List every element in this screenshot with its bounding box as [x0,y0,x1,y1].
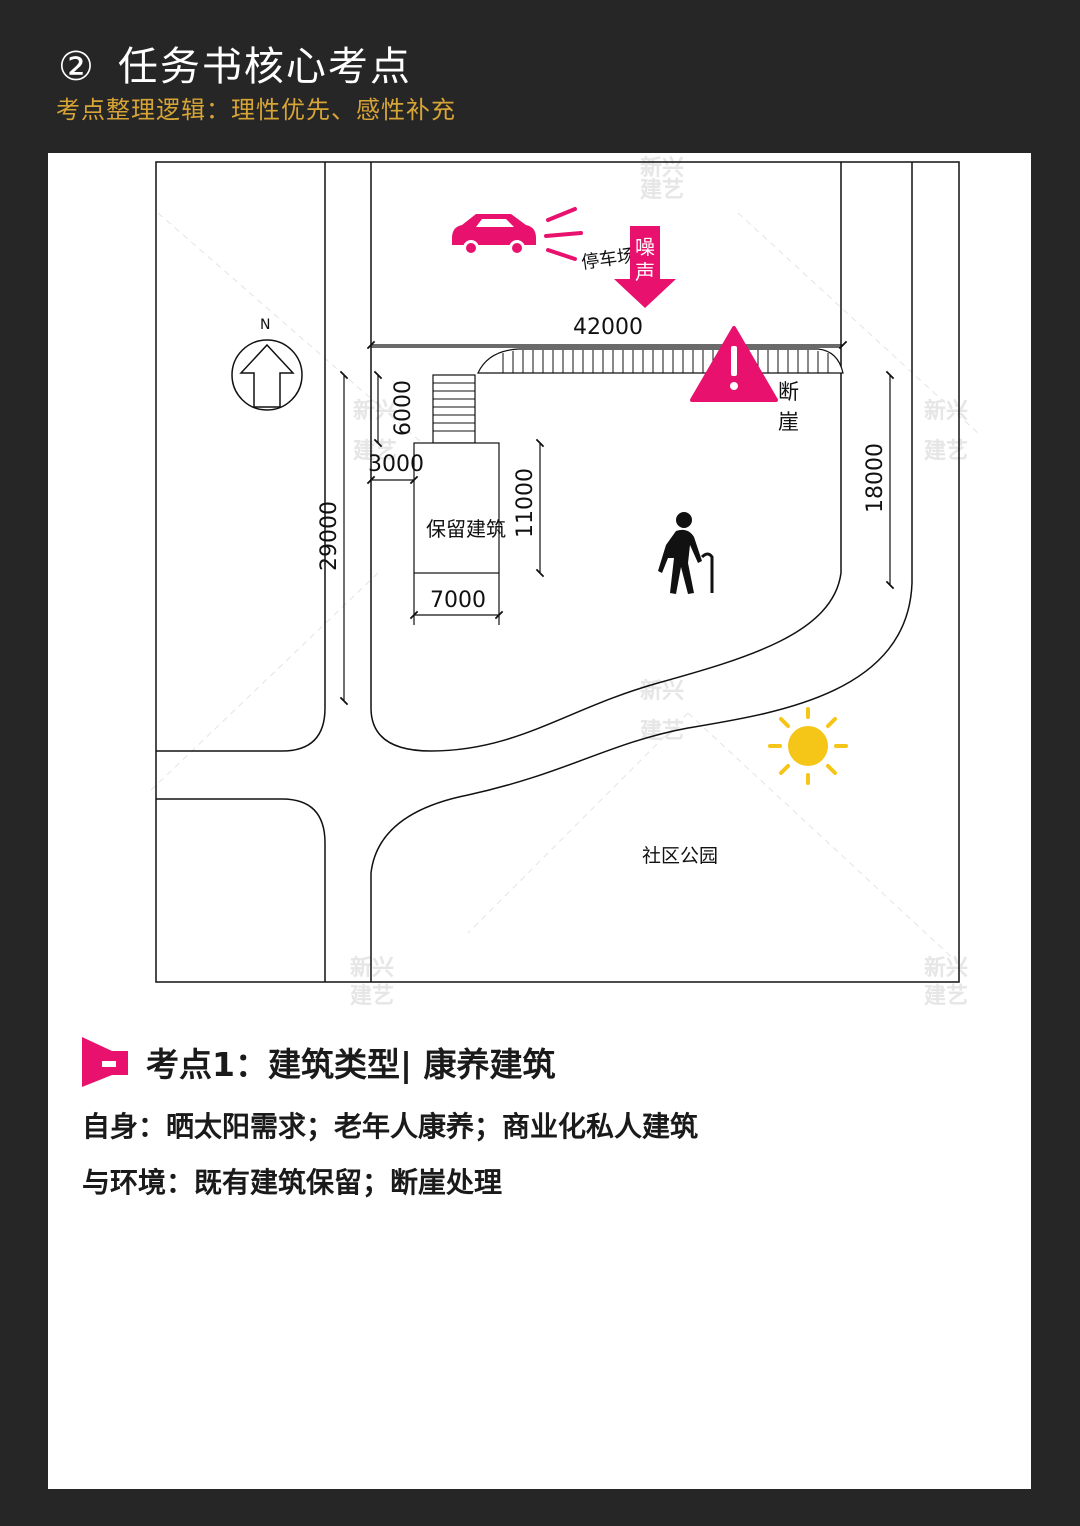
noise-lines-icon [544,207,583,261]
flag-icon [82,1037,128,1087]
site-boundary [155,161,960,983]
cliff-edge [371,346,844,374]
watermark-text: 新兴 [924,955,968,981]
dimension-lines [339,340,895,706]
watermark-text: 新兴 [924,398,968,424]
dim-cliff-depth: 18000 [863,443,888,513]
content-panel: 新兴 建艺 新兴 建艺 新兴 建艺 新兴 建艺 新兴 建艺 新兴 建艺 [48,153,1031,1489]
elderly-person-icon [658,512,714,594]
keypoint-line-self: 自身：晒太阳需求；老年人康养；商业化私人建筑 [82,1110,699,1143]
dim-site-depth: 29000 [317,501,342,571]
keypoint-title: 考点1：建筑类型| 康养建筑 [146,1045,556,1084]
dimension-texts: 42000 6000 3000 11000 7000 29000 18000 [317,315,888,613]
sun-icon [768,707,848,785]
page-title: ② 任务书核心考点 [58,34,412,92]
dim-stair-offset: 3000 [368,452,424,477]
north-arrow-icon: N [231,317,303,411]
section-title: 任务书核心考点 [117,44,412,90]
watermark: 新兴 建艺 新兴 建艺 新兴 建艺 新兴 建艺 新兴 建艺 新兴 建艺 [350,155,968,1009]
keypoint-line-environment: 与环境：既有建筑保留；断崖处理 [82,1166,503,1199]
noise-arrow-icon: 噪 声 [614,226,676,308]
keypoint-heading: 考点1：建筑类型| 康养建筑 [82,1037,556,1087]
watermark-text: 新兴 [640,155,684,181]
noise-label-1: 噪 [635,235,655,259]
cliff-label-1: 断 [778,380,799,404]
retained-building-label: 保留建筑 [426,517,506,541]
noise-label-2: 声 [635,260,655,284]
watermark-text: 建艺 [640,718,684,744]
watermark-text: 建艺 [640,177,684,203]
watermark-text: 新兴 [350,955,394,981]
dim-building-width: 7000 [430,588,486,613]
north-label: N [260,317,270,333]
page-subtitle: 考点整理逻辑：理性优先、感性补充 [56,96,456,124]
car-icon [452,214,536,256]
watermark-lines [147,212,979,964]
watermark-text: 建艺 [924,438,968,464]
site-plan: 新兴 建艺 新兴 建艺 新兴 建艺 新兴 建艺 新兴 建艺 新兴 建艺 [147,155,979,1009]
dim-building-length: 11000 [513,468,538,538]
retained-building-plan [413,374,500,574]
cliff-label-2: 崖 [778,410,799,434]
dim-stair-length: 6000 [391,380,416,436]
dim-top-width: 42000 [573,315,643,340]
watermark-text: 建艺 [924,983,968,1009]
warning-icon [690,326,778,402]
section-number: ② [58,44,96,90]
watermark-text: 建艺 [350,983,394,1009]
roads [156,162,913,982]
park-label: 社区公园 [642,845,718,867]
parking-label: 停车场 [580,245,636,273]
